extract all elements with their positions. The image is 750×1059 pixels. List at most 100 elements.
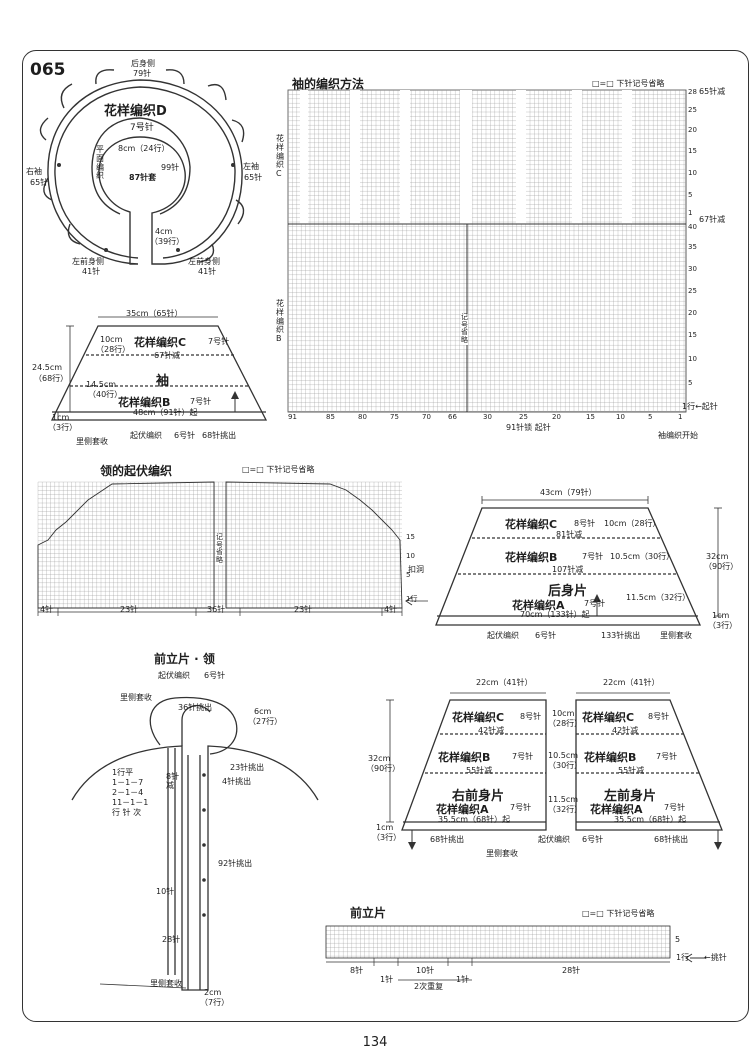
collar-title: 领的起伏编织 [100,464,173,478]
band-collar-dec-table: 1行平 1－1－7 2－1－4 11－1－1 行 针 次 [112,768,149,817]
band-collar-collar-rows: （27行） [248,717,283,726]
yoke-right-sleeve: 右袖 [26,167,42,176]
sleeve-total-rows: （68行） [34,374,69,383]
fronts-total-h: 32cm [368,754,391,763]
sleeve-col-tick: 25 [519,413,528,421]
yoke-right-front: 左前身侧 [72,257,104,266]
back-b-height: 10.5cm（30行） [610,552,675,561]
yoke-flat-knit: 平 面 编 织 [96,145,104,181]
right-front-needle7b: 7号针 [510,803,532,812]
band-collar-bottom-rows: （7行） [200,998,230,1007]
band-collar-pickup92: 92针挑出 [218,859,253,868]
left-front-dec42: 42针减 [612,726,639,735]
band-count-8: 8针 [350,966,364,975]
sleeve-row-tick: 1 [688,209,693,217]
sleeve-width-top: 35cm（65针） [126,309,183,318]
sleeve-c-height: 10cm [100,335,123,344]
band-collar-needle6: 6号针 [204,671,226,680]
back-rib-rows: （3行） [708,621,738,630]
back-needle6: 6号针 [535,631,557,640]
sleeve-cast-on: 1行←起针 [682,402,718,411]
fronts-b-rows: （30行） [548,761,583,770]
band-chart-grid [325,925,671,958]
sleeve-dec65: 65针减 [699,87,726,96]
sleeve-c-rows: （28行） [96,345,131,354]
sleeve-row-tick: 30 [688,265,697,273]
back-dec81: 81针减 [556,530,583,539]
right-front-needle7: 7号针 [512,752,534,761]
right-front-pickup: 68针挑出 [430,835,465,844]
fronts-total-rows: （90行） [366,764,401,773]
fronts-rib-rows: （3行） [372,833,402,842]
sleeve-chart-title: 袖的编织方法 [292,77,365,91]
collar-row-tick: 10 [406,552,415,560]
sleeve-rib-h: 1cm [52,413,70,422]
sleeve-start-knit: 袖编织开始 [658,431,698,440]
band-pickup: ←挑针 [704,953,727,962]
back-pickup: 133针挑出 [601,631,641,640]
sleeve-b-rows: （40行） [88,390,123,399]
back-a-height: 11.5cm（32行） [626,593,691,602]
back-needle7b: 7号针 [584,599,606,608]
yoke-99: 99针 [161,163,180,172]
yoke-inner-cm: 8cm（24行） [118,144,170,153]
left-front-needle7: 7号针 [656,752,678,761]
back-needle8: 8号针 [574,519,596,528]
right-front-dec42: 42针减 [478,726,505,735]
fronts-c-rows: （28行） [548,719,583,728]
yoke-back-sts: 79针 [133,69,152,78]
fronts-c-h: 10cm [552,709,575,718]
left-front-pattern-b: 花样编织B [584,751,637,764]
band-collar-pickup4: 4针挑出 [222,777,252,786]
sleeve-rib: 起伏编织 [130,431,162,440]
back-inside-bind: 里侧套收 [660,631,692,640]
collar-symbol-omit: 记 号 省 略 [216,533,223,565]
yoke-left-sleeve: 左袖 [243,162,259,171]
back-pattern-c: 花样编织C [505,518,558,531]
collar-count: 4针 [40,605,54,614]
back-total-h: 32cm [706,552,729,561]
sleeve-row-tick: 15 [688,331,697,339]
yoke-inner-sts: 87针套 [129,173,157,182]
right-front-pattern-a: 花样编织A [436,803,489,816]
band-title: 前立片 [350,906,387,920]
collar-count: 23针 [120,605,139,614]
yoke-left-front-sts: 41针 [198,267,217,276]
band-collar-pickup23: 23针挑出 [230,763,265,772]
left-front-pattern-a: 花样编织A [590,803,643,816]
collar-legend: □=□ 下针记号省略 [242,465,315,474]
collar-count: 36针 [207,605,226,614]
left-front-pattern-c: 花样编织C [582,711,635,724]
sleeve-start-sts: 91针锁 起针 [506,423,551,432]
sleeve-col-tick: 66 [448,413,457,421]
sleeve-pickup: 68针挑出 [202,431,237,440]
sleeve-start: 48cm（91针）起 [133,408,198,417]
band-count-1b: 1针 [456,975,470,984]
collar-buttonhole: 扣洞 [408,565,424,574]
back-schematic [435,507,702,626]
back-c-height: 10cm（28行） [604,519,661,528]
band-collar-inside-bind: 里侧套收 [120,693,152,702]
right-front-pattern-c: 花样编织C [452,711,505,724]
back-start: 70cm（133针）起 [520,610,590,619]
sleeve-row-tick: 35 [688,243,697,251]
back-rib-h: 1cm [712,611,730,620]
sleeve-dec: 67针减 [154,351,181,360]
fronts-needle6: 6号针 [582,835,604,844]
band-collar-title: 前立片 · 领 [154,652,215,666]
sleeve-row-tick: 10 [688,355,697,363]
left-front-needle8: 8号针 [648,712,670,721]
collar-row-tick: 15 [406,533,415,541]
sleeve-chart-legend: □=□ 下针记号省略 [592,79,665,88]
front-band-collar-drawing [71,696,319,991]
yoke-needle: 7号针 [130,123,154,133]
sleeve-total-h: 24.5cm [32,363,63,372]
band-count-1a: 1针 [380,975,394,984]
collar-row-tick: 1行 [406,595,418,603]
collar-count: 23针 [294,605,313,614]
band-row-1: 1行 [676,953,690,962]
band-collar-pickup36: 36针挑出 [178,703,213,712]
sleeve-name: 袖 [156,374,170,389]
back-total-rows: （90行） [704,562,739,571]
